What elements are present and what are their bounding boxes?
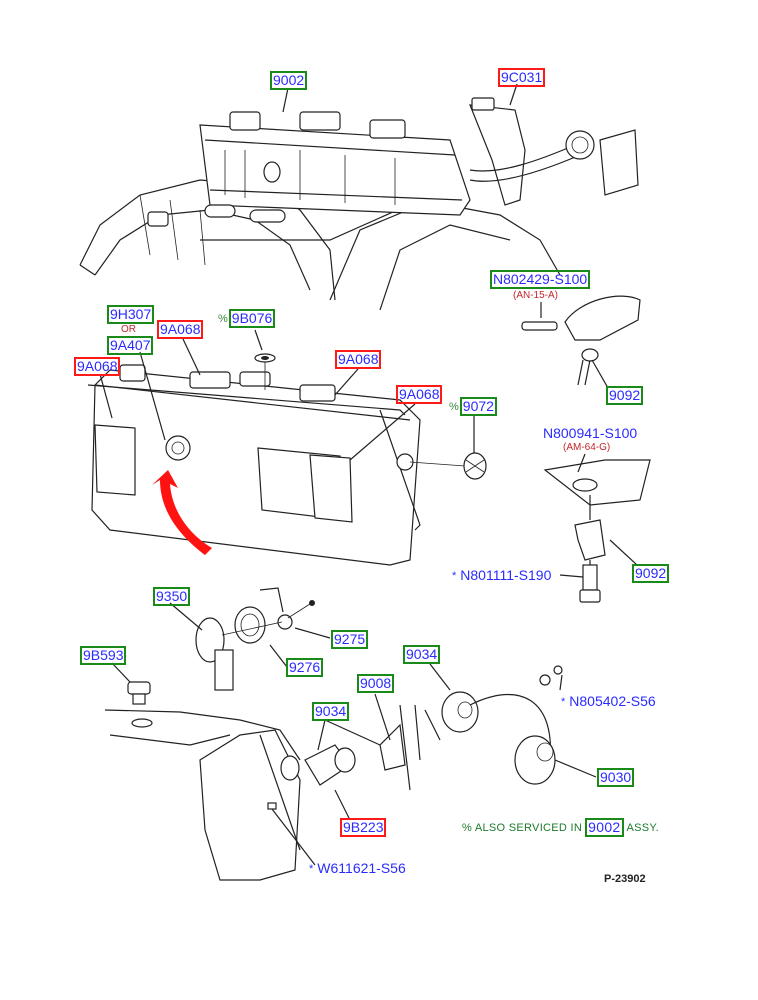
callout-fuel-cap[interactable]: 9030 [597, 768, 635, 787]
callout-shield-left[interactable]: 9A068 [74, 357, 121, 376]
serviced-marker-insulator: % [449, 400, 459, 413]
callout-strap-lower[interactable]: 9092 [632, 564, 670, 583]
callout-strap-upper[interactable]: 9092 [606, 386, 644, 405]
callout-screw-lower[interactable]: * W611621-S56 [309, 859, 409, 878]
filler-and-pump-drawing [104, 587, 597, 881]
install-direction-arrow [152, 470, 212, 555]
installed-tank-drawing [79, 83, 639, 311]
service-note-prefix: % ALSO SERVICED IN [462, 821, 583, 834]
callout-vent-hose[interactable]: 9B223 [340, 818, 387, 837]
callout-filler-pipe[interactable]: 9008 [357, 674, 395, 693]
callout-grommet[interactable]: % 9B076 [218, 309, 276, 328]
grommet-part-number: 9B076 [228, 309, 276, 328]
callout-hose-left[interactable]: 9034 [312, 702, 350, 721]
callout-drain-plug[interactable]: 9B593 [80, 646, 127, 665]
screw-lower-part-number: W611621-S56 [317, 860, 406, 876]
screw-cap-part-number: N805402-S56 [569, 693, 656, 709]
callout-nut-lower[interactable]: N800941-S100 [543, 425, 638, 441]
strap-brackets-drawing [521, 295, 651, 603]
callout-insulator[interactable]: % 9072 [449, 397, 497, 416]
nut-lower-code: (AM-64-G) [563, 442, 611, 453]
callout-fuel-pump-sender-a[interactable]: 9H307 [107, 305, 155, 324]
stud-part-number: N801111-S190 [460, 567, 552, 583]
callout-fuel-pump-sender-b[interactable]: 9A407 [107, 336, 154, 355]
insulator-part-number: 9072 [459, 397, 497, 416]
bolt-upper-code: (AN-15-A) [513, 290, 559, 301]
callout-retainer-wire[interactable]: 9275 [331, 630, 369, 649]
or-label: OR [121, 324, 136, 335]
star-icon: * [309, 862, 314, 875]
figure-id: P-23902 [604, 873, 646, 885]
service-note-part[interactable]: 9002 [585, 818, 624, 837]
serviced-marker-grommet: % [218, 312, 228, 325]
callout-hose-right[interactable]: 9034 [403, 645, 441, 664]
service-note: % ALSO SERVICED IN 9002 ASSY. [462, 818, 659, 837]
callout-gasket[interactable]: 9276 [286, 658, 324, 677]
callout-bolt-upper[interactable]: N802429-S100 [490, 270, 591, 289]
star-icon: * [452, 569, 457, 582]
tank-shields-drawing [87, 329, 487, 566]
service-note-suffix: ASSY. [626, 821, 659, 834]
callout-tank-assembly[interactable]: 9002 [270, 71, 308, 90]
callout-screw-cap[interactable]: * N805402-S56 [561, 692, 659, 711]
star-icon: * [561, 695, 566, 708]
callout-filler-neck[interactable]: 9C031 [498, 68, 546, 87]
callout-stud[interactable]: * N801111-S190 [452, 566, 554, 585]
callout-shield-right[interactable]: 9A068 [396, 385, 443, 404]
callout-pump-module[interactable]: 9350 [153, 587, 191, 606]
callout-shield-right-top[interactable]: 9A068 [335, 350, 382, 369]
callout-shield-top[interactable]: 9A068 [157, 320, 204, 339]
